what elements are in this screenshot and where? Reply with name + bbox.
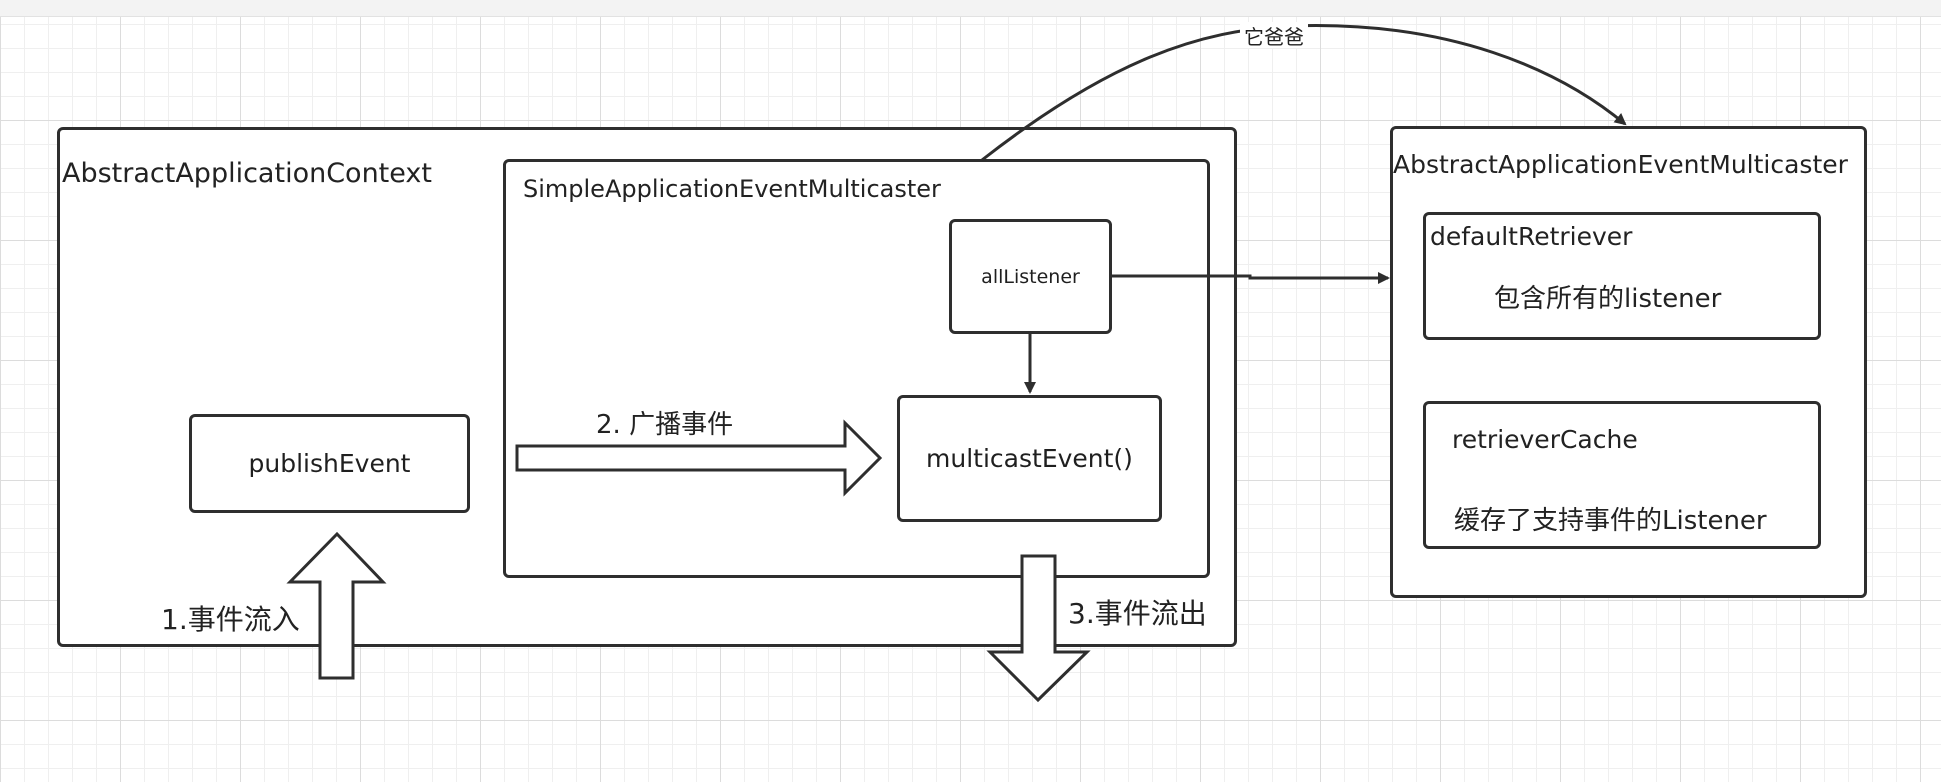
- all-listener-label: allListener: [981, 265, 1080, 288]
- abstract-application-event-multicaster-title: AbstractApplicationEventMulticaster: [1393, 150, 1848, 179]
- simple-application-event-multicaster-title: SimpleApplicationEventMulticaster: [523, 175, 941, 203]
- abstract-application-context-title: AbstractApplicationContext: [62, 158, 432, 189]
- default-retriever-desc: 包含所有的listener: [1494, 284, 1722, 314]
- multicast-event-box[interactable]: multicastEvent(): [897, 395, 1162, 522]
- default-retriever-box[interactable]: [1423, 212, 1821, 340]
- retriever-cache-box[interactable]: [1423, 401, 1821, 549]
- event-in-label: 1.事件流入: [161, 603, 300, 636]
- broadcast-label: 2. 广播事件: [596, 410, 734, 440]
- canvas-top-bar: [0, 0, 1941, 17]
- event-out-block-arrow: [986, 554, 1091, 703]
- parent-relation-label: 它爸爸: [1240, 22, 1308, 49]
- all-listener-box[interactable]: allListener: [949, 219, 1112, 334]
- publish-event-label: publishEvent: [248, 449, 411, 478]
- retriever-cache-title: retrieverCache: [1452, 425, 1638, 454]
- broadcast-block-arrow: [515, 419, 883, 497]
- publish-event-box[interactable]: publishEvent: [189, 414, 470, 513]
- retriever-cache-desc: 缓存了支持事件的Listener: [1454, 506, 1767, 536]
- default-retriever-title: defaultRetriever: [1430, 222, 1633, 251]
- multicast-event-label: multicastEvent(): [926, 444, 1133, 473]
- all-listener-to-retriever-arrow: [1112, 272, 1390, 284]
- event-out-label: 3.事件流出: [1068, 597, 1207, 630]
- event-in-block-arrow: [286, 531, 387, 680]
